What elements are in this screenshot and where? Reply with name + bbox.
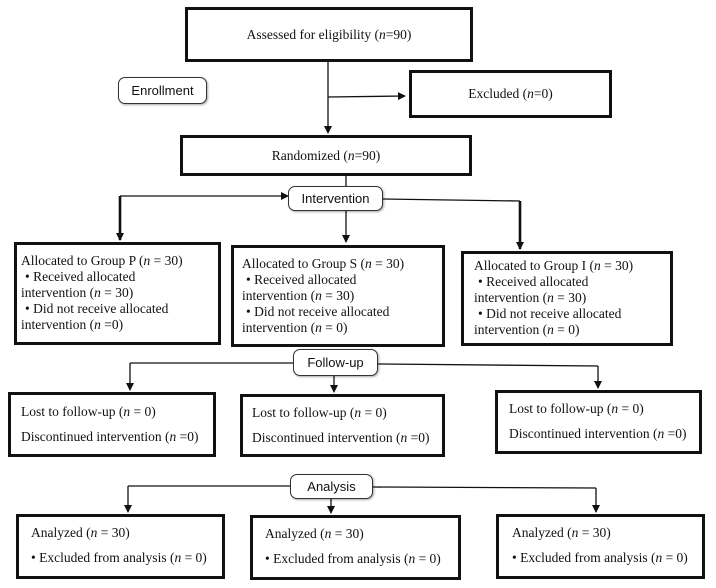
followup-line-right — [377, 363, 599, 367]
discontinued-intervention: Discontinued intervention (n =0) — [509, 426, 687, 441]
analysis-box-group-p: Analyzed (n = 30) • Excluded from analys… — [16, 514, 225, 579]
intervention-line-right — [382, 198, 521, 202]
received-label: • Received allocated — [25, 269, 136, 284]
allocation-title: Allocated to Group I (n = 30) — [474, 258, 634, 273]
not-received-label: • Did not receive allocated — [25, 301, 169, 316]
allocation-box-group-s: Allocated to Group S (n = 30) • Received… — [231, 245, 445, 347]
arrow-to-excluded — [327, 92, 406, 101]
assessed-label: Assessed for eligibility (n=90) — [246, 26, 412, 42]
excluded-from-analysis: • Excluded from analysis (n = 0) — [31, 550, 207, 565]
analyzed-count: Analyzed (n = 30) — [31, 525, 130, 540]
not-received-count: intervention (n =0) — [21, 317, 124, 332]
analysis-line-right — [372, 486, 597, 489]
followup-box-group-s: Lost to follow-up (n = 0) Discontinued i… — [240, 394, 445, 457]
excluded-label: Excluded (n=0) — [468, 86, 553, 101]
received-label: • Received allocated — [246, 272, 357, 287]
received-count: intervention (n = 30) — [21, 285, 134, 300]
analysis-box-group-i: Analyzed (n = 30) • Excluded from analys… — [496, 514, 705, 579]
lost-to-followup: Lost to follow-up (n = 0) — [21, 404, 156, 419]
not-received-count: intervention (n = 0) — [474, 322, 580, 337]
excluded-box: Excluded (n=0) — [409, 70, 612, 118]
not-received-count: intervention (n = 0) — [242, 320, 348, 335]
followup-label: Follow-up — [293, 349, 378, 376]
analysis-label: Analysis — [290, 474, 373, 499]
not-received-label: • Did not receive allocated — [478, 306, 622, 321]
randomized-box: Randomized (n=90) — [180, 135, 472, 176]
analyzed-count: Analyzed (n = 30) — [512, 525, 611, 540]
excluded-from-analysis: • Excluded from analysis (n = 0) — [265, 551, 441, 566]
excluded-from-analysis: • Excluded from analysis (n = 0) — [512, 550, 688, 565]
intervention-label: Intervention — [288, 186, 383, 211]
not-received-label: • Did not receive allocated — [246, 304, 390, 319]
allocation-title: Allocated to Group P (n = 30) — [21, 253, 183, 268]
followup-box-group-p: Lost to follow-up (n = 0) Discontinued i… — [8, 392, 216, 457]
followup-box-group-i: Lost to follow-up (n = 0) Discontinued i… — [495, 390, 702, 454]
enrollment-label: Enrollment — [118, 77, 207, 104]
lost-to-followup: Lost to follow-up (n = 0) — [252, 405, 387, 420]
received-count: intervention (n = 30) — [242, 288, 355, 303]
discontinued-intervention: Discontinued intervention (n =0) — [21, 429, 199, 444]
received-count: intervention (n = 30) — [474, 290, 587, 305]
allocation-title: Allocated to Group S (n = 30) — [242, 256, 405, 271]
discontinued-intervention: Discontinued intervention (n =0) — [252, 430, 430, 445]
received-label: • Received allocated — [478, 274, 589, 289]
analyzed-count: Analyzed (n = 30) — [265, 526, 364, 541]
lost-to-followup: Lost to follow-up (n = 0) — [509, 401, 644, 416]
allocation-box-group-i: Allocated to Group I (n = 30) • Received… — [461, 251, 673, 346]
analysis-box-group-s: Analyzed (n = 30) • Excluded from analys… — [250, 515, 461, 580]
assessed-box: Assessed for eligibility (n=90) — [185, 7, 473, 62]
allocation-box-group-p: Allocated to Group P (n = 30) • Received… — [14, 242, 221, 345]
randomized-label: Randomized (n=90) — [271, 147, 381, 163]
